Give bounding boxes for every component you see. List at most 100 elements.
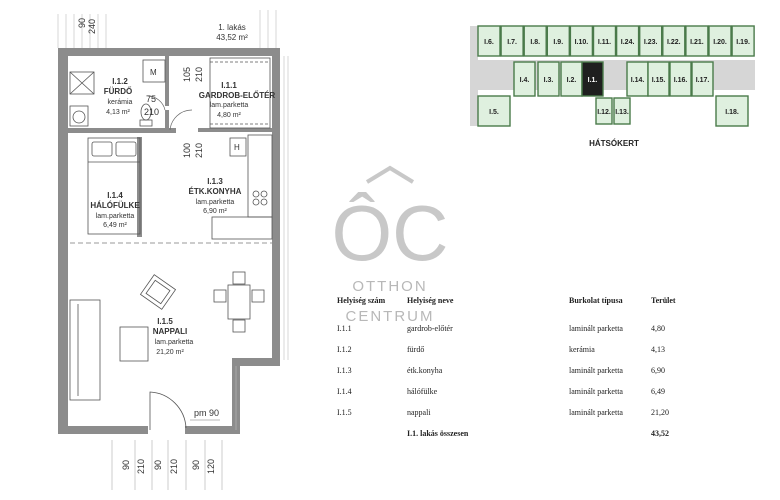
room-name-i12: FÜRDŐ xyxy=(104,87,132,96)
room-code-i14: I.1.4 xyxy=(107,191,123,200)
dim-pm90: pm 90 xyxy=(194,408,219,418)
unit-label: I.17. xyxy=(696,77,710,84)
watermark: ÔC OTTHON CENTRUM xyxy=(325,160,455,340)
watermark-line1: OTTHON xyxy=(352,278,428,295)
sofa xyxy=(69,299,101,401)
unit-top-7: I.23. xyxy=(639,25,663,57)
armchair xyxy=(139,274,177,310)
unit-top-5: I.11. xyxy=(592,25,617,57)
room-name-i14: HÁLÓFÜLKE xyxy=(90,201,140,210)
cell-number: I.1.4 xyxy=(337,387,352,396)
wardrobe xyxy=(209,57,271,129)
unit-mid-7: I.17. xyxy=(691,61,714,97)
unit-mid-4: I.14. xyxy=(626,61,649,97)
cell-number: I.1.5 xyxy=(337,408,352,417)
unit-label: I.3. xyxy=(544,77,554,84)
garden-label: HÁTSÓKERT xyxy=(589,139,639,148)
table-header-row: Helyiség szám Helyiség neve Burkolat típ… xyxy=(337,296,701,318)
unit-label: I.14. xyxy=(631,77,645,84)
table-row: I.1.5 nappali laminált parketta 21,20 xyxy=(337,402,701,423)
room-code-i12: I.1.2 xyxy=(112,77,128,86)
balcony-hatch xyxy=(57,10,277,48)
unit-label: I.18. xyxy=(725,109,739,116)
cell-area: 4,13 xyxy=(651,345,665,354)
room-schedule-table: Helyiség szám Helyiség neve Burkolat típ… xyxy=(337,296,701,444)
unit-bottom-2: I.13. xyxy=(613,97,631,125)
unit-label: I.23. xyxy=(644,39,658,46)
unit-top-2: I.8. xyxy=(523,25,547,57)
cell-floor: laminált parketta xyxy=(569,408,623,417)
cell-name: fürdő xyxy=(407,345,425,354)
dining-table xyxy=(213,271,265,333)
fixture-m-label: M xyxy=(150,68,157,77)
cell-number: I.1.2 xyxy=(337,345,352,354)
dim-75: 75 xyxy=(146,94,156,104)
unit-mid-1: I.3. xyxy=(537,61,560,97)
room-floor-i11: lam.parketta xyxy=(210,102,249,109)
room-floor-i12: kerámia xyxy=(108,99,133,106)
dim-210a: 210 xyxy=(194,67,204,82)
unit-label: I.24. xyxy=(621,39,635,46)
unit-label: I.12. xyxy=(597,109,611,116)
unit-label: I.4. xyxy=(520,77,530,84)
unit-top-1: I.7. xyxy=(500,25,524,57)
site-plan: I.6.I.7.I.8.I.9.I.10.I.11.I.24.I.23.I.22… xyxy=(470,25,755,148)
unit-area: 43,52 m² xyxy=(216,33,248,42)
cell-area: 21,20 xyxy=(651,408,669,417)
unit-bottom-1: I.12. xyxy=(595,97,613,125)
dim-105: 105 xyxy=(182,67,192,82)
unit-top-6: I.24. xyxy=(615,25,640,57)
cell-floor: laminált parketta xyxy=(569,366,623,375)
dim-210b: 210 xyxy=(144,107,159,117)
unit-top-11: I.19. xyxy=(731,25,755,57)
unit-top-3: I.9. xyxy=(546,25,570,57)
col-header-area: Terület xyxy=(651,296,676,305)
room-code-i15: I.1.5 xyxy=(157,317,173,326)
table-row: I.1.3 étk.konyha laminált parketta 6,90 xyxy=(337,360,701,381)
unit-label: I.13. xyxy=(615,109,629,116)
dim-bottom-3: 210 xyxy=(169,459,179,474)
unit-top-8: I.22. xyxy=(662,25,686,57)
table-row: I.1.4 hálófülke laminált parketta 6,49 xyxy=(337,381,701,402)
cell-name: étk.konyha xyxy=(407,366,443,375)
cell-floor: laminált parketta xyxy=(569,387,623,396)
col-header-floor: Burkolat típusa xyxy=(569,296,623,305)
room-area-i11: 4,80 m² xyxy=(217,112,241,119)
unit-mid-0: I.4. xyxy=(513,61,536,97)
watermark-line2: CENTRUM xyxy=(345,308,435,325)
unit-label: I.20. xyxy=(713,39,727,46)
unit-bottom-3: I.18. xyxy=(715,95,749,127)
dim-bottom-5: 120 xyxy=(206,459,216,474)
col-header-name: Helyiség neve xyxy=(407,296,454,305)
entrance-door xyxy=(149,391,187,430)
cell-area: 6,49 xyxy=(651,387,665,396)
unit-label: I.7. xyxy=(507,39,517,46)
cell-number: I.1.3 xyxy=(337,366,352,375)
toilet xyxy=(139,103,153,127)
unit-label: I.8. xyxy=(530,39,540,46)
table-row: I.1.2 fürdő kerámia 4,13 xyxy=(337,339,701,360)
unit-label: I.19. xyxy=(736,39,750,46)
room-code-i11: I.1.1 xyxy=(221,81,237,90)
table-total-row: I.1. lakás összesen 43,52 xyxy=(337,423,701,444)
dim-bottom-4: 90 xyxy=(191,460,201,470)
unit-mid-6: I.16. xyxy=(669,61,692,97)
floor-plan: M H xyxy=(57,10,289,490)
room-floor-i15: lam.parketta xyxy=(155,339,194,346)
room-area-i14: 6,49 m² xyxy=(103,222,127,229)
cell-area: 4,80 xyxy=(651,324,665,333)
dim-100: 100 xyxy=(182,143,192,158)
dim-top-90: 90 xyxy=(77,18,87,28)
dim-210c: 210 xyxy=(194,143,204,158)
cell-floor: kerámia xyxy=(569,345,595,354)
cell-floor: laminált parketta xyxy=(569,324,623,333)
room-area-i12: 4,13 m² xyxy=(106,109,130,116)
col-header-number: Helyiség szám xyxy=(337,296,386,305)
total-value: 43,52 xyxy=(651,429,669,438)
room-floor-i14: lam.parketta xyxy=(96,213,135,220)
room-name-i11: GARDROB-ELŐTÉR xyxy=(199,91,276,100)
unit-top-4: I.10. xyxy=(569,25,594,57)
cell-name: gardrob-előtér xyxy=(407,324,453,333)
table-row: I.1.1 gardrob-előtér laminált parketta 4… xyxy=(337,318,701,339)
unit-label: I.1. xyxy=(588,77,598,84)
